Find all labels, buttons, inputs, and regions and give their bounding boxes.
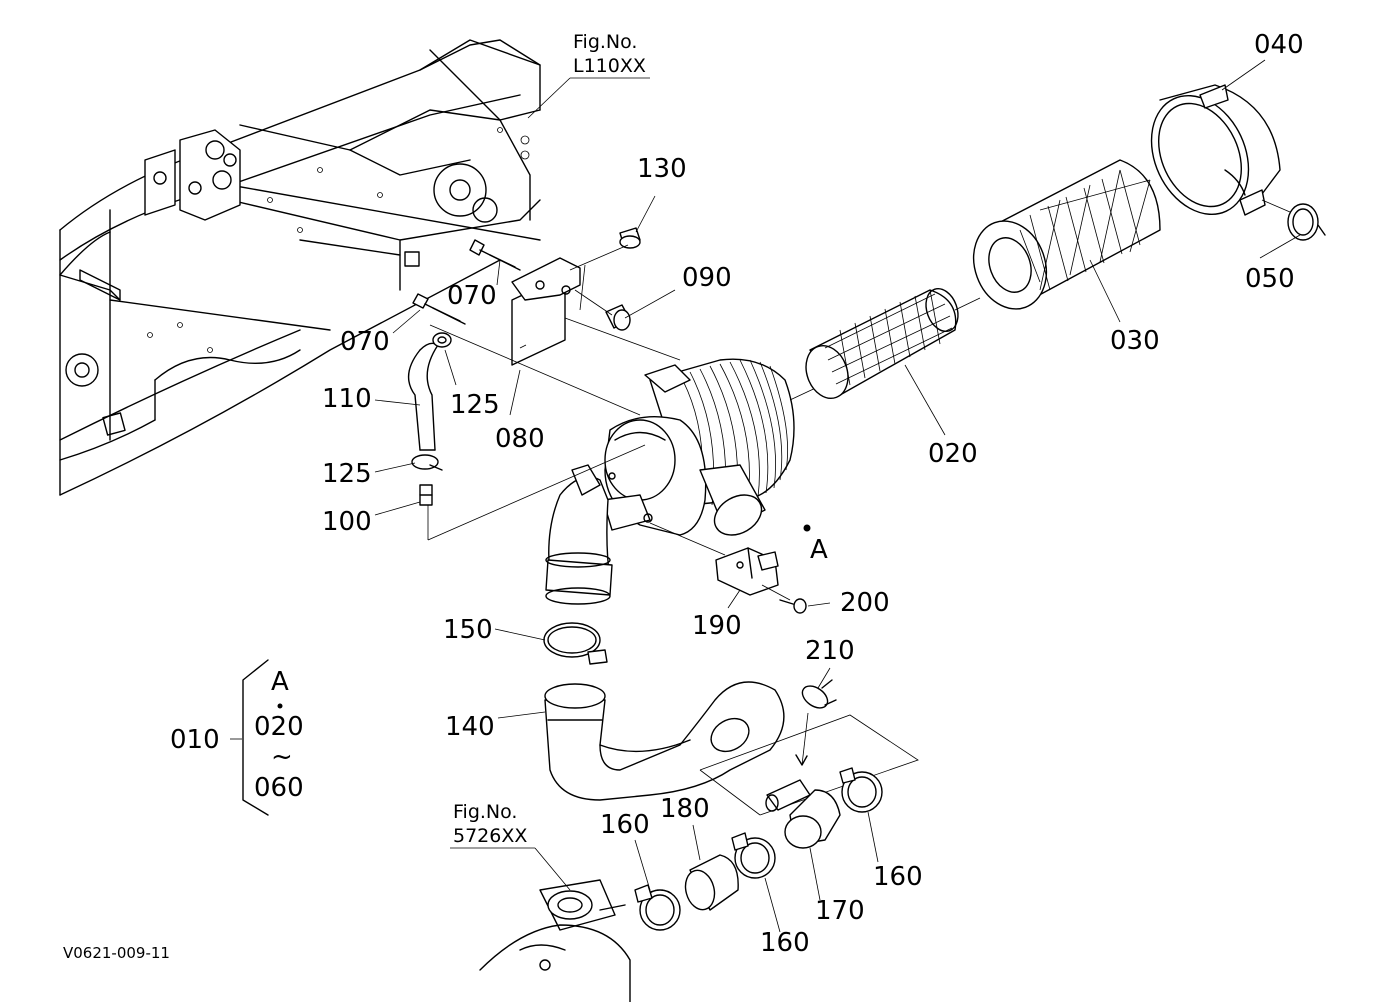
leader-lines — [374, 59, 1301, 933]
callout-170: 170 — [815, 896, 865, 926]
turbo-housing — [479, 879, 631, 1002]
callout-labels: 040 050 030 020 130 090 070 070 125 080 … — [322, 30, 1304, 958]
fig-ref-top-line1: Fig.No. — [573, 31, 637, 53]
callout-050: 050 — [1245, 264, 1295, 294]
air-cleaner-body — [545, 358, 795, 605]
callout-020: 020 — [928, 439, 978, 469]
clamp-125-upper — [432, 332, 452, 348]
fig-ref-top: Fig.No. L110XX — [527, 31, 650, 119]
callout-040: 040 — [1254, 30, 1304, 60]
chassis-frame — [59, 39, 541, 496]
callout-130: 130 — [637, 154, 687, 184]
callout-140: 140 — [445, 712, 495, 742]
callout-070-lower: 070 — [340, 327, 390, 357]
outer-element-030 — [972, 159, 1161, 310]
valve-050 — [1287, 203, 1326, 241]
clamp-160-left — [634, 884, 681, 931]
callout-030: 030 — [1110, 326, 1160, 356]
fig-ref-top-line2: L110XX — [573, 55, 646, 77]
callout-160-right: 160 — [873, 862, 923, 892]
callout-180: 180 — [660, 794, 710, 824]
clamp-160-mid — [731, 832, 776, 879]
bolt-070-lower — [412, 293, 466, 325]
callout-010: 010 — [170, 725, 220, 755]
callout-100: 100 — [322, 507, 372, 537]
fitting-100 — [419, 484, 433, 506]
drawing-code: V0621-009-11 — [63, 944, 170, 962]
cover-040 — [1150, 84, 1281, 216]
callout-190: 190 — [692, 611, 742, 641]
hose-110 — [407, 342, 439, 451]
sleeve-180 — [684, 854, 739, 911]
bracket-080 — [511, 257, 581, 366]
cap-090 — [605, 304, 631, 331]
clamp-160-right — [839, 767, 883, 813]
callout-080: 080 — [495, 424, 545, 454]
fig-ref-bottom-line1: Fig.No. — [453, 801, 517, 823]
callout-110: 110 — [322, 384, 372, 414]
callout-160-left: 160 — [600, 810, 650, 840]
screw-200 — [779, 598, 807, 614]
fig-ref-bottom: Fig.No. 5726XX — [450, 801, 571, 891]
group-to: 060 — [254, 773, 304, 803]
assembly-group-010: 010 A 020 ~ 060 — [170, 659, 304, 816]
hose-140 — [544, 681, 785, 801]
clamp-150 — [543, 622, 608, 665]
fig-ref-bottom-line2: 5726XX — [453, 825, 527, 847]
callout-125-upper: 125 — [450, 390, 500, 420]
fitting-130 — [619, 227, 641, 249]
callout-210: 210 — [805, 636, 855, 666]
callout-ref-a: A — [810, 535, 828, 565]
sensor-190 — [715, 547, 779, 596]
callout-200: 200 — [840, 588, 890, 618]
callout-150: 150 — [443, 615, 493, 645]
callout-090: 090 — [682, 263, 732, 293]
clamp-125-lower — [411, 454, 443, 471]
group-ref-a: A — [271, 667, 289, 697]
callout-070-upper: 070 — [447, 281, 497, 311]
group-from: 020 — [254, 712, 304, 742]
clip-210 — [801, 679, 837, 709]
elbow-170 — [765, 779, 841, 849]
ref-a-dot — [803, 524, 811, 532]
callout-160-mid: 160 — [760, 928, 810, 958]
inner-element-020 — [805, 287, 959, 399]
bolt-070-upper — [469, 239, 521, 271]
group-tilde: ~ — [271, 742, 293, 772]
group-dot — [277, 703, 283, 709]
callout-125-lower: 125 — [322, 459, 372, 489]
